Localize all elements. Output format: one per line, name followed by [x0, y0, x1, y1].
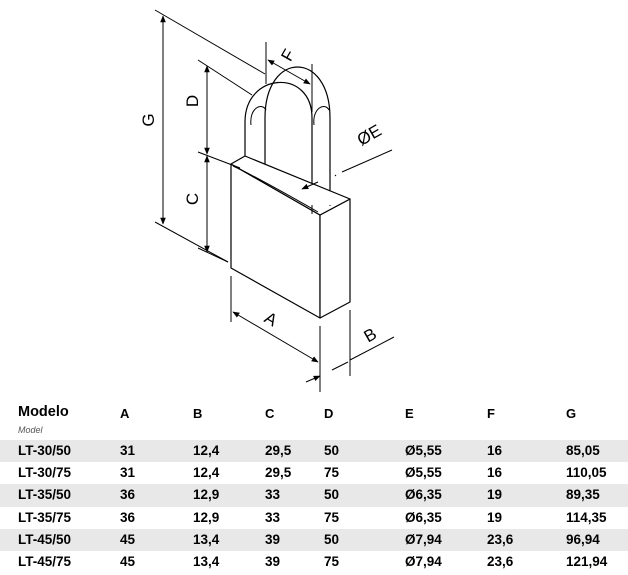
cell-b: 12,4 [193, 443, 220, 458]
table-row: LT-35/75 36 12,9 33 75 Ø6,35 19 114,35 [0, 507, 628, 529]
cell-f: 23,6 [487, 553, 514, 569]
cell-c: 39 [265, 553, 281, 569]
cell-b: 13,4 [193, 531, 220, 547]
table-row: LT-45/75 45 13,4 39 75 Ø7,94 23,6 121,94 [0, 551, 628, 573]
cell-e: Ø6,35 [405, 487, 442, 503]
cell-e: Ø6,35 [405, 509, 442, 525]
dimension-label-a: A [261, 308, 281, 330]
cell-d: 50 [324, 487, 340, 503]
cell-a: 31 [120, 443, 136, 458]
dimension-lines [154, 9, 395, 392]
cell-b: 13,4 [193, 553, 220, 569]
table-header-row: Modelo Model A B C D E F G [0, 398, 628, 440]
cell-d: 50 [324, 531, 340, 547]
cell-e: Ø5,55 [405, 465, 442, 481]
cell-b: 12,9 [193, 509, 220, 525]
table-row: LT-45/50 45 13,4 39 50 Ø7,94 23,6 96,94 [0, 528, 628, 551]
cell-f: 23,6 [487, 531, 514, 547]
cell-model: LT-45/50 [18, 531, 72, 547]
column-header-e: E [405, 406, 414, 421]
dimension-label-f: F [277, 46, 299, 64]
column-header-model-subtitle: Model [18, 425, 43, 435]
cell-c: 33 [265, 509, 281, 525]
cell-a: 45 [120, 553, 136, 569]
column-header-g: G [566, 406, 577, 421]
cell-f: 16 [487, 443, 503, 458]
cell-a: 31 [120, 465, 136, 481]
cell-g: 114,35 [566, 509, 607, 525]
cell-f: 19 [487, 487, 503, 503]
table-row: LT-35/50 36 12,9 33 50 Ø6,35 19 89,35 [0, 484, 628, 507]
column-header-a: A [120, 406, 130, 421]
dimension-label-g: G [139, 113, 158, 126]
cell-g: 121,94 [566, 553, 608, 569]
padlock-body-side [319, 198, 351, 319]
column-header-d: D [324, 406, 334, 421]
cell-a: 45 [120, 531, 136, 547]
cell-e: Ø7,94 [405, 531, 442, 547]
cell-c: 39 [265, 531, 281, 547]
cell-e: Ø7,94 [405, 553, 442, 569]
dimension-label-d: D [183, 95, 202, 107]
cell-d: 50 [324, 443, 340, 458]
dimension-label-b: B [361, 324, 380, 346]
cell-a: 36 [120, 509, 136, 525]
cell-model: LT-35/50 [18, 487, 72, 503]
cell-c: 33 [265, 487, 281, 503]
dimension-label-e: ØE [354, 121, 385, 150]
cell-c: 29,5 [265, 465, 292, 481]
cell-c: 29,5 [265, 443, 292, 458]
column-header-c: C [265, 406, 275, 421]
table-row: LT-30/75 31 12,4 29,5 75 Ø5,55 16 110,05 [0, 462, 628, 484]
cell-b: 12,9 [193, 487, 220, 503]
cell-f: 16 [487, 465, 503, 481]
cell-f: 19 [487, 509, 503, 525]
cell-d: 75 [324, 553, 340, 569]
cell-model: LT-30/75 [18, 465, 72, 481]
column-header-f: F [487, 406, 495, 421]
padlock-drawing [230, 66, 351, 319]
cell-model: LT-45/75 [18, 553, 72, 569]
column-header-model: Modelo [18, 404, 69, 420]
cell-g: 89,35 [566, 487, 600, 503]
cell-d: 75 [324, 465, 340, 481]
cell-g: 85,05 [566, 443, 600, 458]
specification-table: Modelo Model A B C D E F G LT-30/50 31 12,… [0, 398, 628, 573]
dimension-label-c: C [183, 193, 202, 205]
padlock-body-top [230, 155, 351, 216]
cell-g: 96,94 [566, 531, 600, 547]
cell-g: 110,05 [566, 465, 607, 481]
cell-model: LT-30/50 [18, 443, 72, 458]
table-row: LT-30/50 31 12,4 29,5 50 Ø5,55 16 85,05 [0, 440, 628, 463]
cell-model: LT-35/75 [18, 509, 72, 525]
cell-b: 12,4 [193, 465, 220, 481]
cell-d: 75 [324, 509, 340, 525]
cell-a: 36 [120, 487, 136, 503]
padlock-dimension-diagram: G D C F ØE A B [139, 9, 395, 392]
column-header-b: B [193, 406, 203, 421]
cell-e: Ø5,55 [405, 443, 442, 458]
